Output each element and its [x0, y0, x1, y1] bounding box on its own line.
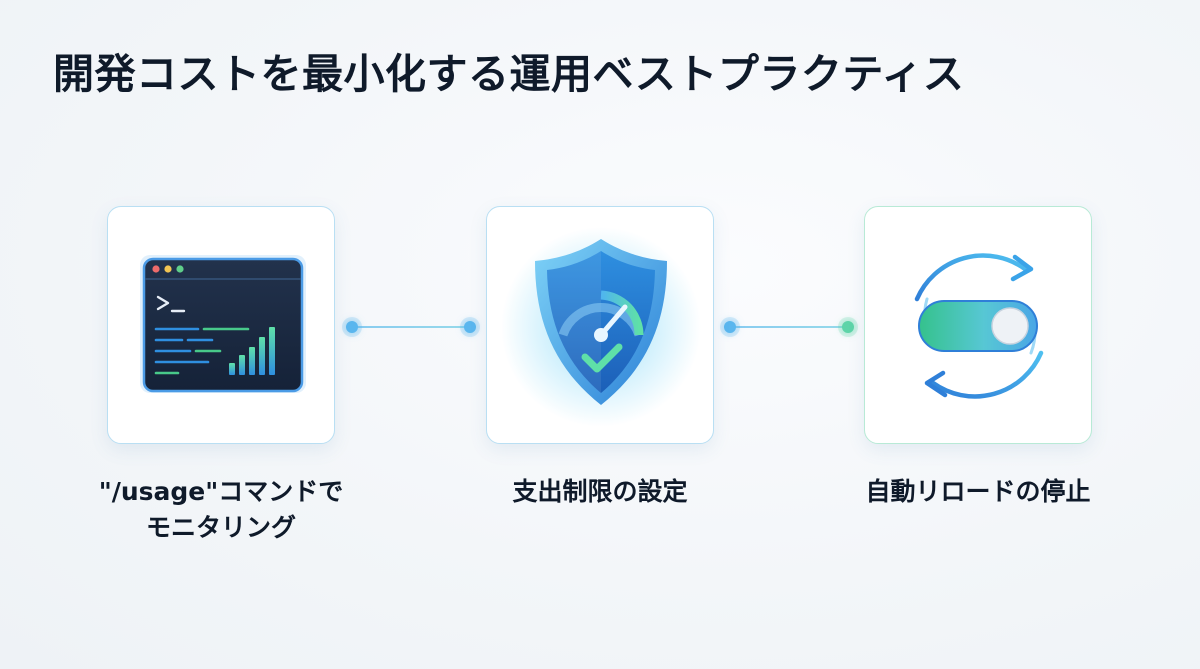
step-label-usage-monitoring: "/usage"コマンドで モニタリング — [61, 474, 381, 546]
step-label-spending-limit: 支出制限の設定 — [440, 474, 760, 510]
connector-line-1-2 — [352, 326, 470, 328]
connector-dot — [842, 321, 854, 333]
connector-dot — [346, 321, 358, 333]
step-label-auto-reload-stop: 自動リロードの停止 — [818, 474, 1138, 510]
shield-gauge-check-icon — [501, 227, 701, 427]
step-label-line: 自動リロードの停止 — [865, 477, 1091, 506]
step-label-line: 支出制限の設定 — [512, 477, 688, 506]
step-card-auto-reload-stop — [864, 206, 1092, 444]
step-card-spending-limit — [486, 206, 714, 444]
terminal-chart-icon — [140, 255, 306, 393]
toggle-refresh-icon — [914, 253, 1044, 399]
step-label-line: "/usage"コマンドで — [98, 477, 344, 506]
step-card-usage-monitoring — [107, 206, 335, 444]
connector-dot — [724, 321, 736, 333]
connector-dot — [464, 321, 476, 333]
page-title: 開発コストを最小化する運用ベストプラクティス — [53, 50, 965, 98]
connector-line-2-3 — [730, 326, 848, 328]
step-label-line: モニタリング — [145, 513, 296, 542]
